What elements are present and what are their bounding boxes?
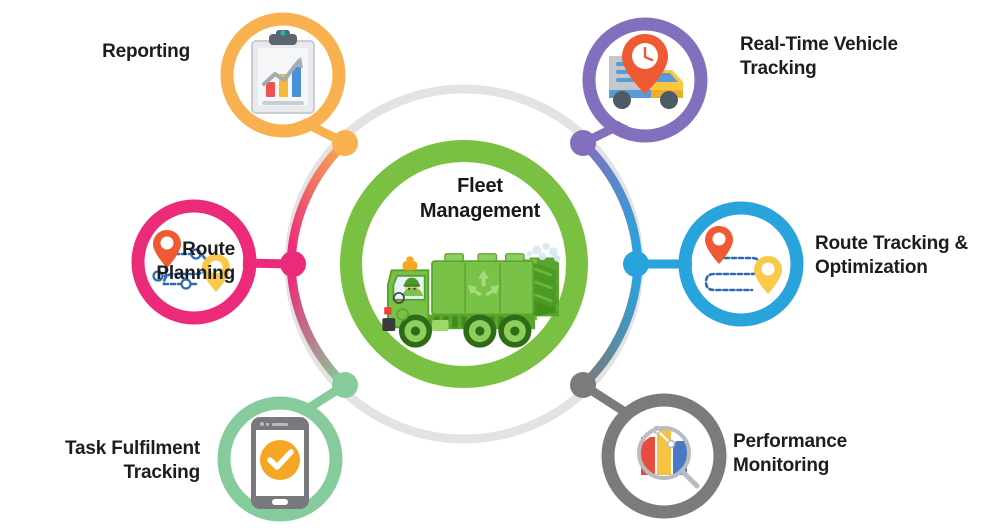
label-real-time-vehicle-tracking: Real-Time Vehicle Tracking [740,34,898,80]
center-green-ring [340,140,588,388]
arc-blue-to-gray [578,259,643,390]
hub-dot-reporting [332,130,358,156]
hub-dot-real-time-vehicle-tracking [570,130,596,156]
hub-dots [280,130,649,398]
center-title: Fleet Management [419,175,541,222]
hub-dot-task-fulfilment-tracking [332,372,358,398]
truck-wheels [398,314,532,348]
magnifier-bar-chart-icon [637,425,700,489]
driver-figure [402,277,423,297]
label-route-tracking-optimization: Route Tracking & Optimization [815,233,969,279]
label-performance-monitoring: Performance Monitoring [733,431,847,477]
route-pins-dashed-icon [152,230,230,292]
label-route-planning: Route Planning [156,239,235,285]
clipboard-report-chart-icon [251,30,315,114]
label-task-fulfilment-tracking: Task Fulfilment Tracking [65,438,200,484]
node-route-planning[interactable] [131,199,257,325]
hub-dot-performance-monitoring [570,372,596,398]
node-route-tracking-optimization[interactable] [678,201,804,327]
connector-arcs [286,138,643,390]
arc-orange-to-pink [286,138,350,269]
node-task-fulfilment-tracking[interactable] [217,396,343,522]
truck-clock-pin-icon [609,34,683,109]
garbage-truck-icon [382,242,561,348]
node-reporting[interactable] [220,12,346,138]
label-reporting: Reporting [102,41,190,62]
node-real-time-vehicle-tracking[interactable] [582,17,708,143]
center-node[interactable] [337,137,591,391]
hub-dot-route-tracking-optimization [623,251,649,277]
mobile-check-icon [251,417,309,509]
hub-dot-route-planning [280,251,306,277]
node-performance-monitoring[interactable] [601,393,727,519]
recycle-symbol [467,270,500,297]
arc-purple-to-blue [578,138,643,269]
route-pins-dashed-icon [704,226,782,294]
arc-pink-to-mint [286,259,350,390]
